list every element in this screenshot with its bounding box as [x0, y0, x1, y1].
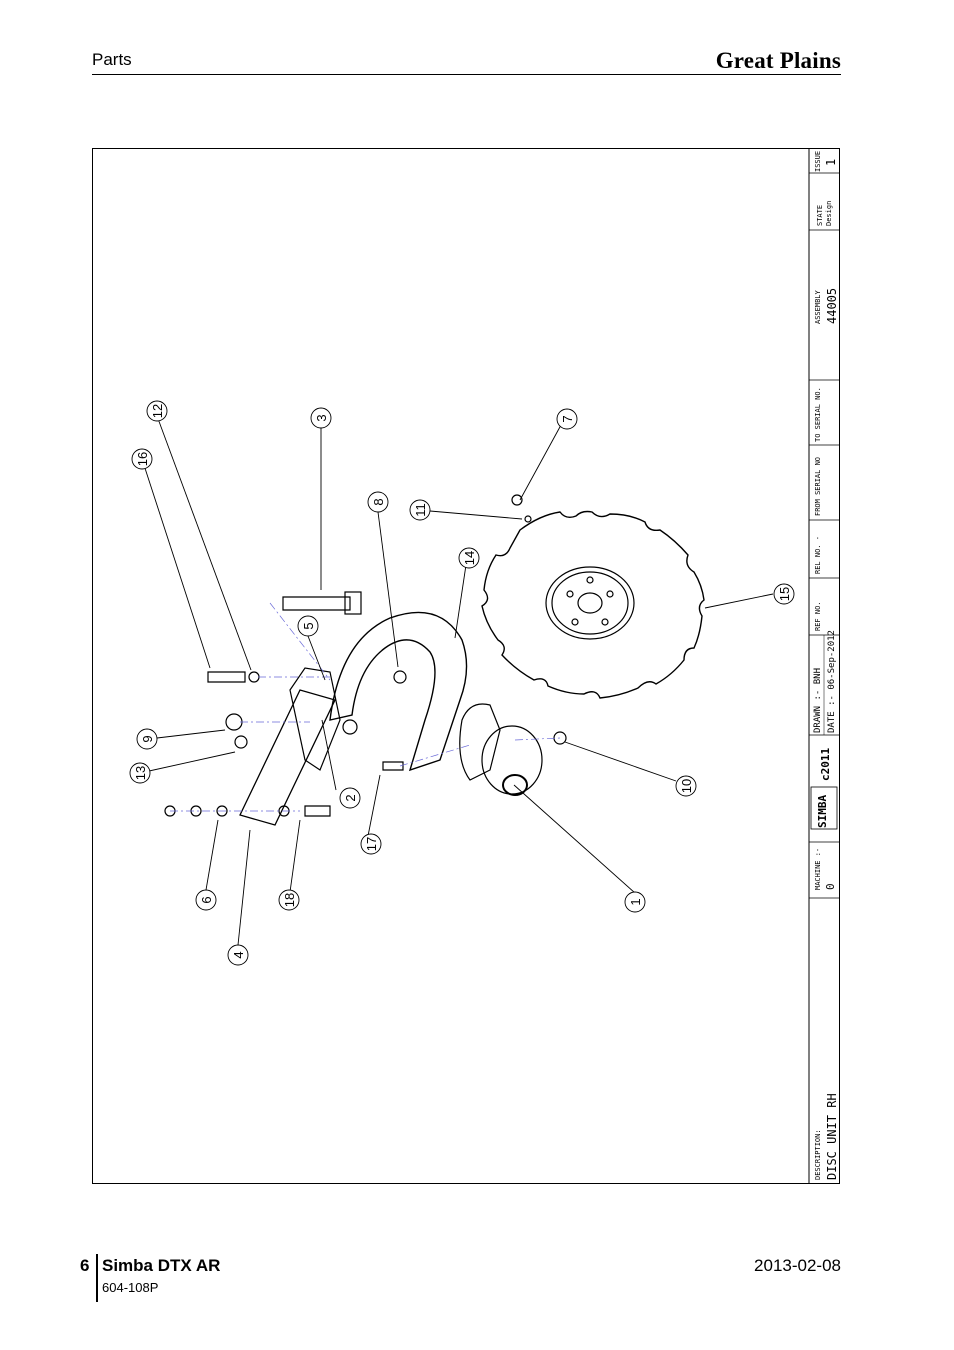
callout-16-circle — [131, 448, 153, 470]
callout-14: 14 — [462, 551, 477, 565]
callout-1: 1 — [628, 898, 643, 905]
callout-4: 4 — [231, 951, 246, 958]
manual-date: 2013-02-08 — [754, 1256, 841, 1275]
disc-blade — [481, 510, 705, 699]
washer-11 — [524, 515, 532, 523]
issue-label: ISSUE — [814, 151, 822, 172]
callout-17-circle — [360, 833, 382, 855]
bolt-17 — [382, 761, 404, 771]
callout-13: 13 — [133, 766, 148, 780]
callout-16: 16 — [135, 452, 150, 466]
callout-6: 6 — [199, 896, 214, 903]
disc-bolt-hole — [601, 618, 609, 626]
manual-code: 604-108P — [102, 1280, 159, 1295]
drawing-date: DATE :- 06-Sep-2012 — [827, 630, 837, 733]
section-label: Parts — [92, 50, 132, 69]
assembly-value: 44005 — [825, 288, 839, 324]
bolt-16 — [207, 671, 246, 683]
disc-bolt-hole — [566, 590, 574, 598]
drawing-frame — [92, 148, 840, 1184]
disc-center-hole — [577, 592, 603, 614]
callout-10-circle — [675, 775, 697, 797]
simba-logo: SIMBA — [816, 795, 829, 828]
copyright: c2011 — [819, 748, 832, 781]
simba-logo-box — [810, 786, 838, 830]
page-number: 6 — [80, 1256, 90, 1275]
header-rule — [92, 74, 841, 75]
callout-2-circle — [339, 787, 361, 809]
disc-hub-inner — [551, 571, 629, 635]
callout-7-circle — [556, 408, 578, 430]
callout-15: 15 — [777, 587, 792, 601]
disc-bolt-hole — [571, 618, 579, 626]
c-spring — [329, 611, 468, 772]
callout-18: 18 — [282, 893, 297, 907]
manual-title: Simba DTX AR — [102, 1256, 221, 1275]
callout-18-circle — [278, 889, 300, 911]
state-label: STATE — [816, 205, 824, 226]
callout-6-circle — [195, 889, 217, 911]
pivot-pin-head — [344, 591, 362, 615]
rel-no: REL NO. - — [814, 536, 822, 574]
callout-17: 17 — [364, 837, 379, 851]
callout-9-circle — [136, 728, 158, 750]
bolt-18 — [304, 805, 331, 817]
mount-plate — [289, 667, 341, 771]
description-value: DISC UNIT RH — [825, 1093, 839, 1180]
brand-logo: Great Plains — [715, 48, 841, 73]
callout-3: 3 — [314, 414, 329, 421]
machine-label: MACHINE :- — [814, 848, 822, 890]
disc-bolt-hole — [586, 576, 594, 584]
callout-8-circle — [367, 491, 389, 513]
callout-14-circle — [458, 547, 480, 569]
to-serial-label: TO SERIAL NO. — [814, 387, 822, 442]
callout-12: 12 — [150, 404, 165, 418]
disc-hub-outer — [545, 566, 635, 640]
callout-12-circle — [146, 400, 168, 422]
callout-9: 9 — [140, 735, 155, 742]
ref-no: REF NO. — [814, 601, 822, 631]
callout-2: 2 — [343, 794, 358, 801]
callout-8: 8 — [371, 498, 386, 505]
title-block — [808, 148, 840, 1184]
shank-bracket — [239, 689, 336, 826]
assembly-label: ASSEMBLY — [814, 289, 822, 324]
drawn-by: DRAWN :- BNH — [813, 668, 823, 733]
parts — [164, 494, 705, 826]
washer-6c — [216, 805, 228, 817]
issue-value: 1 — [824, 159, 838, 166]
bush-2 — [342, 719, 358, 735]
state-value: Design — [825, 201, 833, 226]
bearing-housing — [459, 703, 501, 781]
callout-15-circle — [773, 583, 795, 605]
callout-4-circle — [227, 944, 249, 966]
bearing-hub-inner — [502, 774, 528, 796]
nut-7 — [511, 494, 523, 506]
callout-11-circle — [409, 499, 431, 521]
callout-13-circle — [129, 762, 151, 784]
callout-11: 11 — [413, 503, 428, 517]
pivot-pin — [282, 596, 351, 611]
from-serial-label: FROM SERIAL NO — [814, 457, 822, 516]
footer-divider — [96, 1254, 98, 1302]
disc-bolt-hole — [606, 590, 614, 598]
clip-13 — [234, 735, 248, 749]
description-label: DESCRIPTION: — [814, 1129, 822, 1180]
nut-8 — [393, 670, 407, 684]
callout-5: 5 — [301, 622, 316, 629]
callout-10: 10 — [679, 779, 694, 793]
machine-value: 0 — [824, 883, 837, 890]
callout-7: 7 — [560, 415, 575, 422]
leader-lines — [139, 415, 774, 946]
callout-5-circle — [297, 615, 319, 637]
callout-3-circle — [310, 407, 332, 429]
callout-1-circle — [624, 891, 646, 913]
